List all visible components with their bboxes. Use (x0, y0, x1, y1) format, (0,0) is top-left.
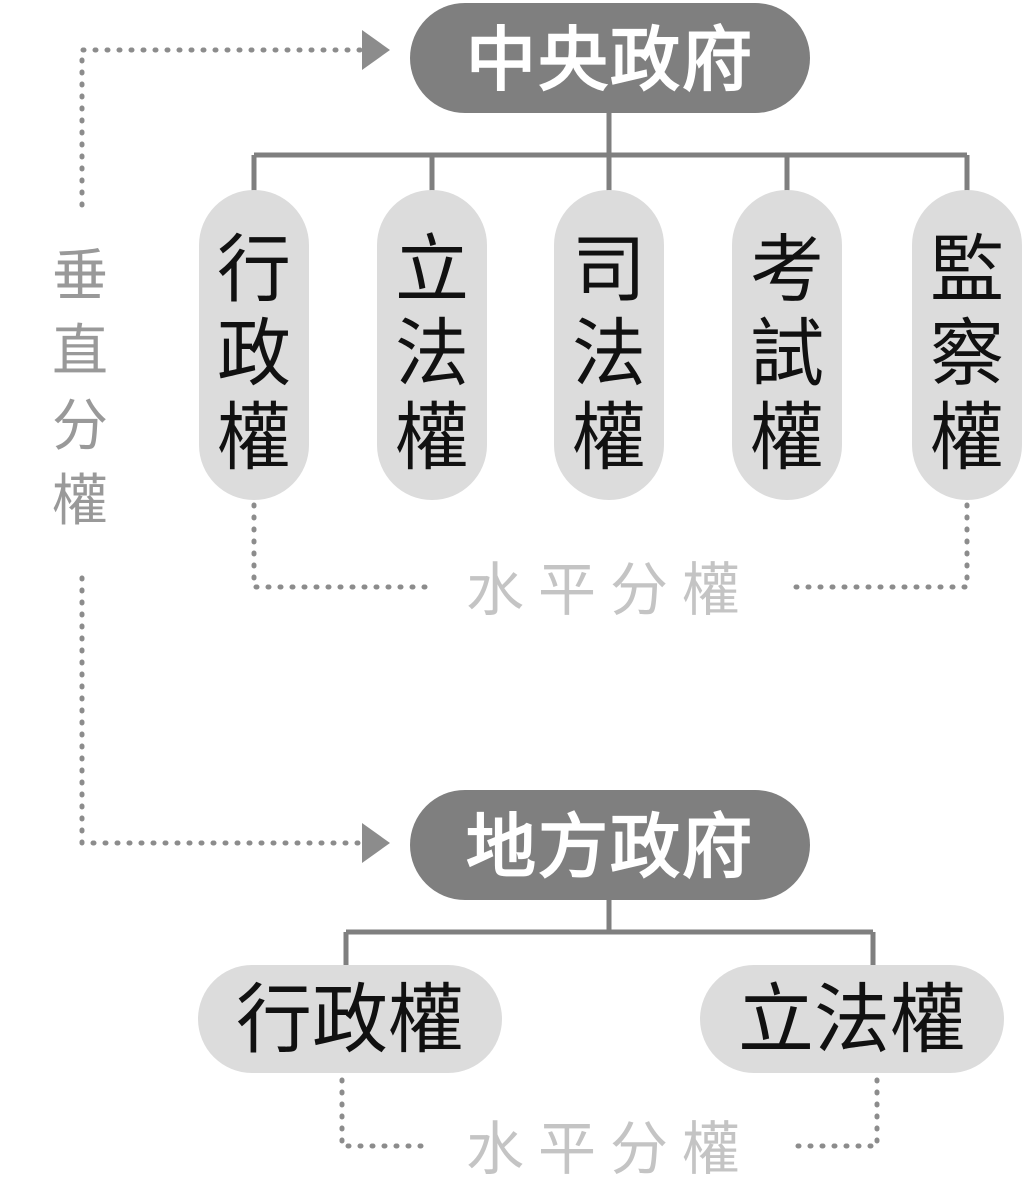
central-horizontal-label: 水平分權 (466, 556, 754, 624)
central-horizontal-dotted-right (792, 502, 970, 590)
vertical-dotted-line-top (79, 47, 381, 208)
local-power-label: 立法權 (738, 975, 966, 1064)
local-powers: 行政權 立法權 (198, 965, 1004, 1073)
local-horizontal-dotted-right (792, 1077, 880, 1149)
local-power-node: 行政權 (198, 965, 502, 1073)
central-power-label: 考試權 (750, 227, 824, 481)
local-government-title: 地方政府 (466, 806, 754, 888)
local-power-node: 立法權 (700, 965, 1004, 1073)
central-horizontal-dotted-left (251, 502, 428, 590)
central-horizontal-connector: 水平分權 (251, 502, 970, 624)
local-horizontal-connector: 水平分權 (339, 1077, 880, 1183)
central-power-pill (554, 190, 664, 500)
local-tree-lines (343, 900, 876, 968)
local-horizontal-label: 水平分權 (466, 1115, 754, 1183)
central-power-label: 監察權 (930, 227, 1004, 481)
vertical-label: 垂 直 分 權 (52, 244, 108, 534)
local-power-pill (700, 965, 1004, 1073)
arrow-to-central-icon (362, 30, 390, 70)
central-power-pill (732, 190, 842, 500)
central-government-title: 中央政府 (466, 19, 754, 101)
central-tree-lines (251, 110, 970, 195)
central-power-node: 司法權 (554, 190, 664, 500)
central-power-node: 立法權 (377, 190, 487, 500)
vertical-label-char: 分 (52, 394, 108, 459)
central-power-pill (377, 190, 487, 500)
central-power-node: 行政權 (199, 190, 309, 500)
central-power-label: 行政權 (217, 227, 291, 481)
central-power-label: 立法權 (395, 227, 469, 481)
vertical-label-char: 垂 (52, 244, 108, 309)
central-power-pill (199, 190, 309, 500)
arrow-to-local-icon (362, 823, 390, 863)
vertical-connector: 垂 直 分 權 (52, 30, 390, 863)
central-government-pill (410, 3, 810, 113)
vertical-label-char: 權 (52, 469, 108, 534)
local-government-pill (410, 790, 810, 900)
vertical-dotted-line-bottom (79, 575, 381, 846)
central-power-node: 監察權 (912, 190, 1022, 500)
local-government-node: 地方政府 (410, 790, 810, 900)
central-government-node: 中央政府 (410, 3, 810, 113)
local-power-pill (198, 965, 502, 1073)
central-power-pill (912, 190, 1022, 500)
local-horizontal-dotted-left (339, 1077, 428, 1149)
local-power-label: 行政權 (236, 975, 464, 1064)
central-power-label: 司法權 (572, 227, 646, 481)
vertical-label-char: 直 (52, 319, 108, 384)
central-power-node: 考試權 (732, 190, 842, 500)
central-powers: 行政權 立法權 司法權 考試權 監察權 (199, 190, 1022, 500)
